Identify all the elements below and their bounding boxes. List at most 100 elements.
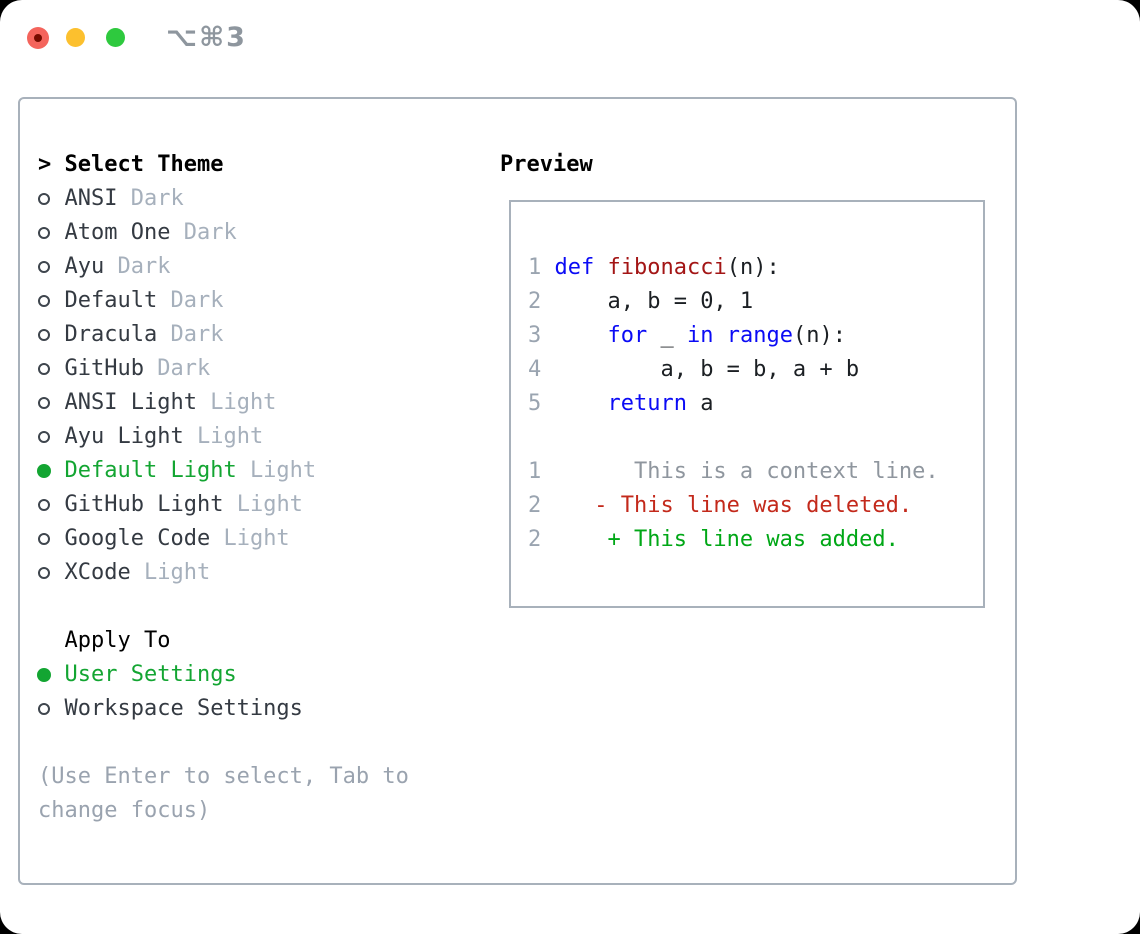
apply-option-user-settings[interactable]: User Settings: [37, 658, 409, 692]
theme-name: GitHub: [64, 356, 144, 381]
radio-unselected-icon: [38, 533, 50, 545]
theme-name: XCode: [64, 560, 131, 585]
theme-variant-label: Dark: [170, 322, 224, 347]
preview-code: 1 def fibonacci(n): 2 a, b = 0, 1 3 for …: [511, 202, 983, 557]
zoom-button[interactable]: [106, 28, 125, 47]
theme-option-default-light[interactable]: Default Light Light: [37, 454, 409, 488]
radio-unselected-icon: [38, 193, 50, 205]
theme-option-dracula[interactable]: Dracula Dark: [38, 318, 409, 352]
theme-name: Ayu: [64, 254, 105, 279]
line-number: 4: [528, 357, 542, 382]
theme-option-ayu-light[interactable]: Ayu Light Light: [38, 420, 409, 454]
theme-variant-label: Light: [236, 492, 303, 517]
radio-icon: [37, 668, 65, 682]
code-segment: [594, 255, 607, 280]
theme-variant-label: Light: [223, 526, 290, 551]
theme-variant-label: Dark: [117, 254, 171, 279]
code-segment: (n):: [726, 255, 780, 280]
line-number: 5: [528, 391, 542, 416]
theme-option-github-light[interactable]: GitHub Light Light: [38, 488, 409, 522]
theme-variant-label: Light: [196, 424, 264, 449]
radio-icon: [38, 363, 65, 375]
radio-unselected-icon: [38, 363, 50, 375]
minimize-button[interactable]: [66, 28, 85, 47]
line-number: 3: [528, 323, 542, 348]
code-segment: (n):: [792, 323, 846, 348]
code-line: 1 This is a context line.: [528, 459, 939, 484]
radio-icon: [38, 703, 65, 715]
code-line: 2 a, b = 0, 1: [528, 289, 753, 314]
code-segment: def: [554, 255, 595, 280]
radio-unselected-icon: [38, 261, 50, 273]
theme-name: Atom One: [64, 220, 171, 245]
code-line: 4 a, b = b, a + b: [528, 357, 859, 382]
theme-variant-label: Dark: [130, 186, 184, 211]
theme-name: GitHub Light: [64, 492, 224, 517]
radio-selected-icon: [37, 464, 51, 478]
radio-unselected-icon: [38, 329, 50, 341]
line-number: 2: [528, 493, 542, 518]
theme-option-ayu[interactable]: Ayu Dark: [38, 250, 409, 284]
theme-name: Google Code: [64, 526, 211, 551]
code-line: 3 for _ in range(n):: [528, 323, 846, 348]
radio-unselected-icon: [38, 703, 50, 715]
code-segment: in: [686, 323, 714, 348]
theme-list-header: >Select Theme: [38, 148, 409, 182]
theme-variant-label: Light: [143, 560, 211, 585]
theme-variant-label: Light: [210, 390, 277, 415]
theme-name: ANSI: [64, 186, 118, 211]
apply-option-workspace-settings[interactable]: Workspace Settings: [38, 692, 409, 726]
theme-variant-label: Dark: [183, 220, 237, 245]
code-segment: a, b = 0, 1: [541, 289, 754, 314]
line-number: 2: [528, 527, 542, 552]
code-segment: a, b = b, a + b: [541, 357, 860, 382]
theme-name: Default Light: [64, 458, 237, 483]
radio-unselected-icon: [38, 567, 50, 579]
code-segment: [541, 391, 607, 416]
radio-icon: [38, 227, 65, 239]
radio-icon: [38, 397, 65, 409]
code-segment: - This line was deleted.: [541, 493, 913, 518]
radio-icon: [38, 193, 65, 205]
radio-icon: [38, 261, 65, 273]
code-segment: return: [607, 391, 687, 416]
radio-unselected-icon: [38, 499, 50, 511]
theme-option-ansi-light[interactable]: ANSI Light Light: [38, 386, 409, 420]
theme-option-github[interactable]: GitHub Dark: [38, 352, 409, 386]
apply-option-label: User Settings: [64, 662, 237, 687]
close-dot-icon: [34, 34, 42, 42]
radio-icon: [38, 499, 65, 511]
radio-unselected-icon: [38, 295, 50, 307]
theme-variant-label: Light: [249, 458, 317, 483]
radio-selected-icon: [37, 668, 51, 682]
code-segment: _: [647, 323, 687, 348]
theme-option-xcode[interactable]: XCode Light: [38, 556, 409, 590]
apply-to-title: Apply To: [64, 628, 171, 653]
theme-name: Ayu Light: [64, 424, 184, 449]
radio-icon: [38, 295, 65, 307]
code-line: 5 return a: [528, 391, 713, 416]
theme-option-atom-one[interactable]: Atom One Dark: [38, 216, 409, 250]
code-line: 2 + This line was added.: [528, 527, 899, 552]
theme-name: Default: [64, 288, 158, 313]
spacer-row: [38, 726, 409, 760]
code-segment: a: [686, 391, 714, 416]
spacer-row: [38, 590, 409, 624]
radio-icon: [37, 464, 65, 478]
apply-to-header: Apply To: [38, 624, 409, 658]
theme-option-ansi[interactable]: ANSI Dark: [38, 182, 409, 216]
theme-name: Dracula: [64, 322, 158, 347]
code-segment: [713, 323, 726, 348]
theme-name: ANSI Light: [64, 390, 197, 415]
code-line: 1 def fibonacci(n):: [528, 255, 780, 280]
preview-box: 1 def fibonacci(n): 2 a, b = 0, 1 3 for …: [509, 200, 985, 608]
radio-unselected-icon: [38, 227, 50, 239]
focus-prompt-icon: >: [38, 148, 65, 182]
close-button[interactable]: [27, 27, 49, 49]
theme-option-google-code[interactable]: Google Code Light: [38, 522, 409, 556]
theme-variant-label: Dark: [157, 356, 211, 381]
